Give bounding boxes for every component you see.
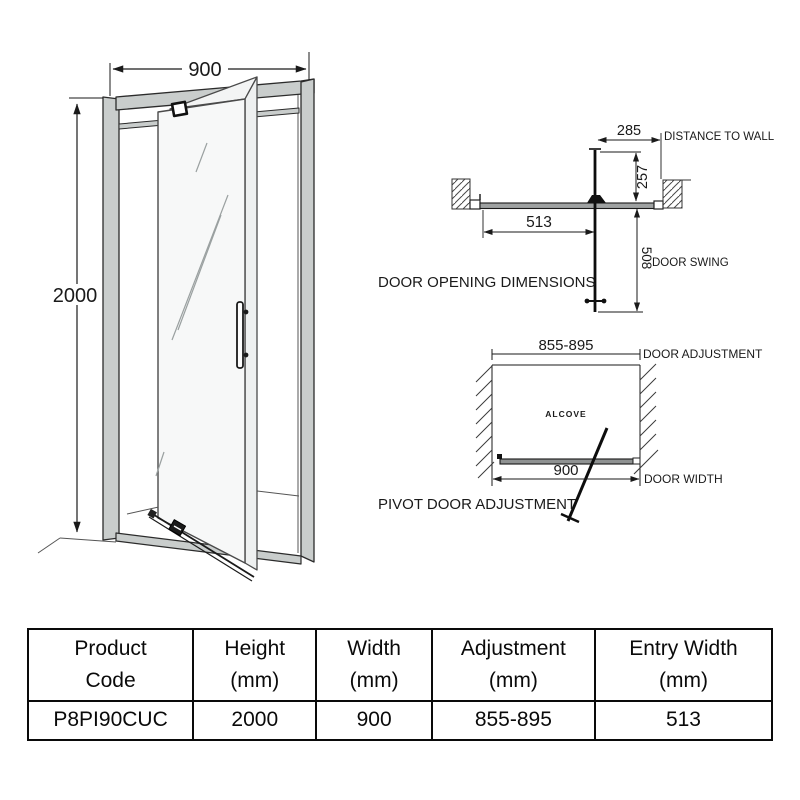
header-width: Width (mm) [317,630,433,702]
top-pivot-block [170,100,189,118]
dim-900-label: 900 [553,462,578,479]
handle-knob-bottom [243,352,249,358]
dim-513-label: 513 [526,214,552,231]
left-frame-profile [469,199,481,210]
spec-table: Product Code Height (mm) Width (mm) Adju… [27,628,773,741]
glass-reflection-4 [155,451,165,477]
pivot-bracket [587,195,606,203]
header-height: Height (mm) [194,630,318,702]
door-elevation: 900 2000 [37,52,315,582]
glass-reflection-1 [171,194,229,341]
dim-257-label: 257 [635,165,651,189]
opening-diagram-title: DOOR OPENING DIMENSIONS [378,274,596,291]
elevation-width-label: 900 [188,59,221,81]
right-wall-hatch-ticks [633,363,659,475]
distance-to-wall-label: DISTANCE TO WALL [664,131,775,143]
door-bottom-rail-1 [150,512,255,578]
door-opening-plan: 285 DISTANCE TO WALL 257 513 508 DOOR SW… [378,123,775,313]
left-wall-hatch [451,178,471,210]
dim-door-width-900: 900 DOOR WIDTH [492,462,723,486]
glass-bar-right-cap [632,457,641,465]
bottom-pivot-slot [173,525,182,531]
value-adjustment: 855-895 [433,701,596,739]
frame-left-post [102,96,120,541]
door-swing-label: DOOR SWING [652,257,729,269]
elevation-height-label: 2000 [53,285,98,307]
dim-swing-508: 508 DOOR SWING [598,208,729,313]
glass-bar-left-cap [497,454,502,459]
value-height: 2000 [194,701,318,739]
swinging-door-handle [560,512,580,524]
dim-entry-513: 513 [482,210,595,238]
floor-line-corner [37,537,61,554]
right-wall-hatch [662,179,683,209]
value-product-code: P8PI90CUC [29,701,195,739]
dim-855-895-label: 855-895 [538,337,593,354]
alcove-label: ALCOVE [545,409,586,419]
glass-panel-plan [479,202,655,210]
door-bottom-rail-2 [148,516,253,582]
handle-knob-top [243,309,249,315]
dim-distance-to-wall-285: 285 DISTANCE TO WALL [597,123,775,179]
dim-width-900: 900 [109,52,310,96]
door-glass-panel [157,98,246,564]
door-width-label: DOOR WIDTH [644,472,723,486]
swinging-door-plan [566,427,609,522]
right-frame-profile [653,200,664,210]
value-entry-width: 513 [665,708,701,732]
value-width: 900 [317,701,433,739]
floor-line [59,537,117,543]
handle-plan [584,298,607,304]
dim-508-label: 508 [639,247,654,270]
door-adjustment-label: DOOR ADJUSTMENT [643,347,763,361]
header-entry-width: Entry Width (mm) [595,630,771,702]
door-bottom-cap [147,508,157,519]
dim-height-2000: 2000 [50,97,103,533]
frame-right-post [300,78,315,563]
glass-reflection-2 [177,214,222,331]
dim-adjustment-855-895: 855-895 DOOR ADJUSTMENT [491,337,763,361]
left-wall-hatch-ticks [475,365,495,479]
adjustment-diagram-title: PIVOT DOOR ADJUSTMENT [378,496,576,513]
door-handle [236,301,244,369]
door-edge-strip [244,76,258,571]
glass-reflection-3 [195,142,208,173]
dim-return-257: 257 [600,151,651,202]
header-adjustment: Adjustment (mm) [432,630,596,702]
dim-285-label: 285 [617,123,641,139]
pivot-adjustment-plan: 855-895 DOOR ADJUSTMENT ALCOVE 900 DOOR … [378,337,763,524]
header-product-code: Product Code [29,630,195,702]
